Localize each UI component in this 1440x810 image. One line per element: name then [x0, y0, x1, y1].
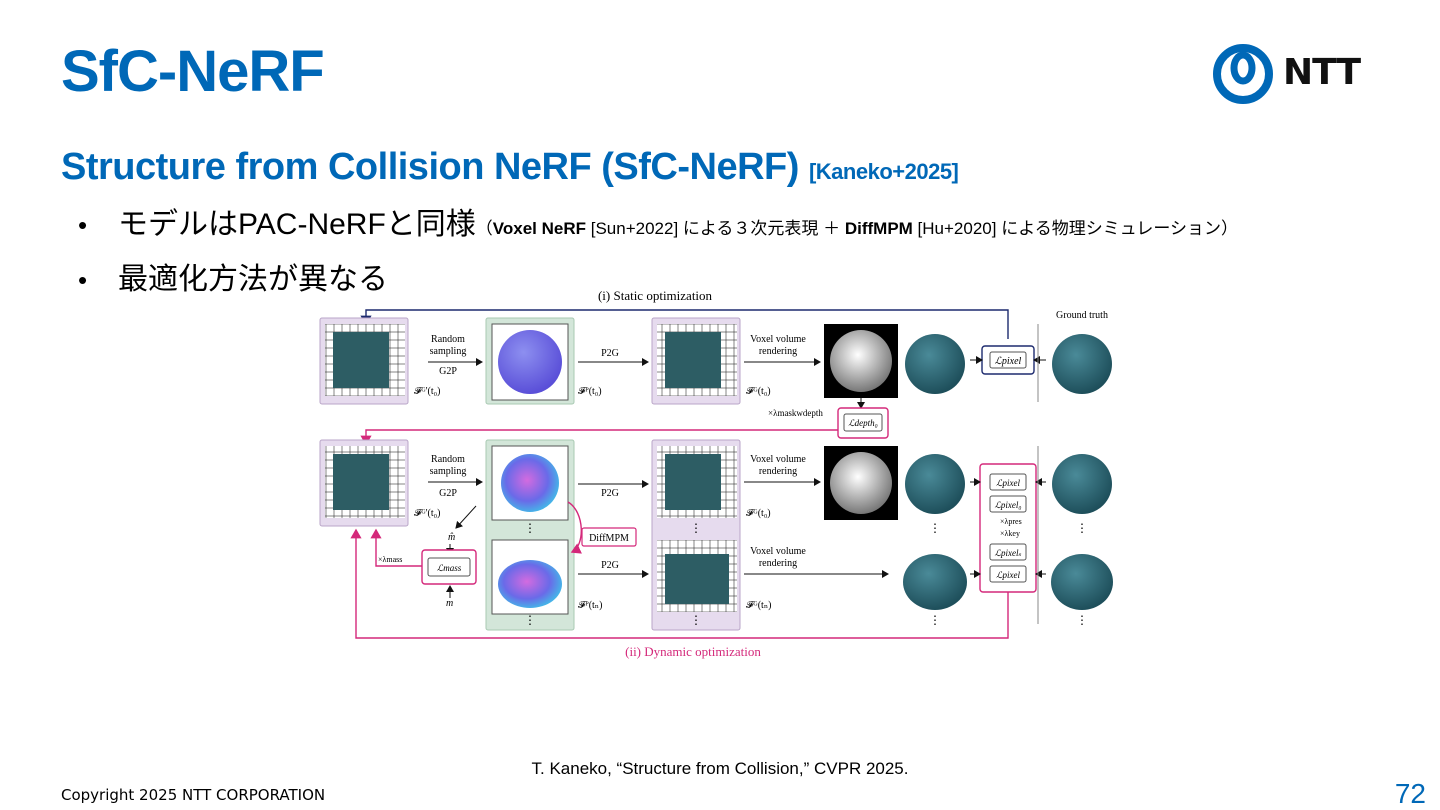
static-feedback-line [360, 309, 1009, 339]
fp-tn-label: 𝓕ᴾ(tₙ) [578, 600, 602, 611]
subtitle: Structure from Collision NeRF (SfC-NeRF)… [61, 146, 959, 189]
g2p-label-1: G2P [439, 366, 457, 377]
diffmpm-cite: [Hu+2020] による物理シミュレーション） [912, 219, 1239, 238]
l-mass: ℒmass [437, 563, 462, 573]
l-pixel-dyn-2: ℒpixel [996, 570, 1020, 580]
ellipsis-p1: ⋮ [524, 521, 536, 535]
diffmpm-box-label: DiffMPM [589, 533, 629, 544]
l-pixel0: ℒpixel₀ [994, 500, 1021, 510]
bullet-optimization-text: 最適化方法が異なる [118, 263, 388, 296]
fg-tn-label: 𝓕ᴳ(tₙ) [746, 600, 771, 611]
dynamic-label: (ii) Dynamic optimization [625, 644, 761, 659]
bullet-item-model: モデルはPAC-NeRFと同様（Voxel NeRF [Sun+2022] によ… [78, 205, 1238, 260]
random-sampling-1: Random [431, 334, 465, 345]
voxel-render-1b: rendering [759, 346, 797, 357]
ellipsis-g2: ⋮ [690, 613, 702, 627]
lambda-pres: ×λpres [1000, 517, 1022, 526]
fp-t0-label: 𝓕ᴾ(t₀) [578, 386, 602, 397]
fg-t0-label-2: 𝓕ᴳ'(t₀) [414, 508, 440, 519]
random-sampling-2: sampling [430, 346, 467, 357]
lambda-key: ×λkey [1000, 529, 1020, 538]
m-hat-label: m̂ [448, 532, 455, 543]
fg-t0b-label: 𝓕ᴳ(t₀) [746, 386, 771, 397]
l-pixels: ℒpixelₛ [994, 548, 1021, 558]
bullet-item-optimization: 最適化方法が異なる [78, 260, 1238, 315]
dynamic-row: 𝓕ᴳ'(t₀) Random sampling G2P ⋮ ⋮ 𝓕ᴾ(tₙ) D… [319, 439, 1113, 659]
bullet-model-text: モデルはPAC-NeRFと同様 [118, 208, 476, 241]
reference-citation: T. Kaneko, “Structure from Collision,” C… [531, 759, 909, 778]
ellipsis-g1: ⋮ [690, 521, 702, 535]
l-pixel-static: ℒpixel [995, 356, 1022, 367]
subtitle-text: Structure from Collision NeRF (SfC-NeRF) [61, 146, 799, 188]
logo-text: NTT [1283, 52, 1361, 93]
random-sampling-3: Random [431, 454, 465, 465]
g2p-label-2: G2P [439, 488, 457, 499]
voxel-nerf-label: Voxel NeRF [492, 219, 587, 238]
slide-title: SfC-NeRF [61, 39, 325, 104]
voxel-render-1a: Voxel volume [750, 334, 806, 345]
voxel-render-2b: rendering [759, 466, 797, 477]
ellipsis-r2: ⋮ [929, 613, 941, 627]
subtitle-cite: [Kaneko+2025] [808, 159, 959, 184]
p2g-label-3: P2G [601, 560, 619, 571]
ellipsis-p2: ⋮ [524, 613, 536, 627]
static-label: (i) Static optimization [598, 288, 713, 303]
voxel-render-3a: Voxel volume [750, 546, 806, 557]
l-depth: ℒdepth₀ [848, 418, 878, 428]
diffmpm-label: DiffMPM [844, 219, 913, 238]
copyright: Copyright 2025 NTT CORPORATION [61, 786, 326, 804]
ellipsis-r1: ⋮ [929, 521, 941, 535]
depth-feedback-line [360, 429, 838, 446]
ellipsis-gt1: ⋮ [1076, 521, 1088, 535]
p2g-label-1: P2G [601, 348, 619, 359]
mass-feedback-line [370, 528, 422, 567]
voxel-render-2a: Voxel volume [750, 454, 806, 465]
m-label: m [446, 598, 453, 609]
p2g-label-2: P2G [601, 488, 619, 499]
fg-t0-label: 𝓕ᴳ'(t₀) [414, 386, 440, 397]
ground-truth-label: Ground truth [1056, 310, 1108, 321]
voxel-render-3b: rendering [759, 558, 797, 569]
lambda-mass: ×λmass [378, 555, 402, 564]
fg-t0-label-3: 𝓕ᴳ(t₀) [746, 508, 771, 519]
l-pixel-dyn-1: ℒpixel [996, 478, 1020, 488]
bullet-paren: （ [475, 219, 493, 238]
static-row: 𝓕ᴳ'(t₀) Random sampling G2P 𝓕ᴾ(t₀) P2G 𝓕… [319, 317, 1112, 446]
ntt-logo [1213, 44, 1273, 104]
page-number: 72 [1394, 778, 1426, 809]
bullet-list: モデルはPAC-NeRFと同様（Voxel NeRF [Sun+2022] によ… [78, 205, 1238, 315]
dynamic-feedback-line [350, 528, 1009, 639]
random-sampling-4: sampling [430, 466, 467, 477]
lambda-depth: ×λmaskwdepth [768, 408, 823, 418]
voxel-nerf-cite: [Sun+2022] による３次元表現 ＋ [586, 219, 845, 238]
sfc-nerf-diagram: (i) Static optimization Ground truth 𝓕ᴳ'… [319, 288, 1113, 659]
ellipsis-gt2: ⋮ [1076, 613, 1088, 627]
